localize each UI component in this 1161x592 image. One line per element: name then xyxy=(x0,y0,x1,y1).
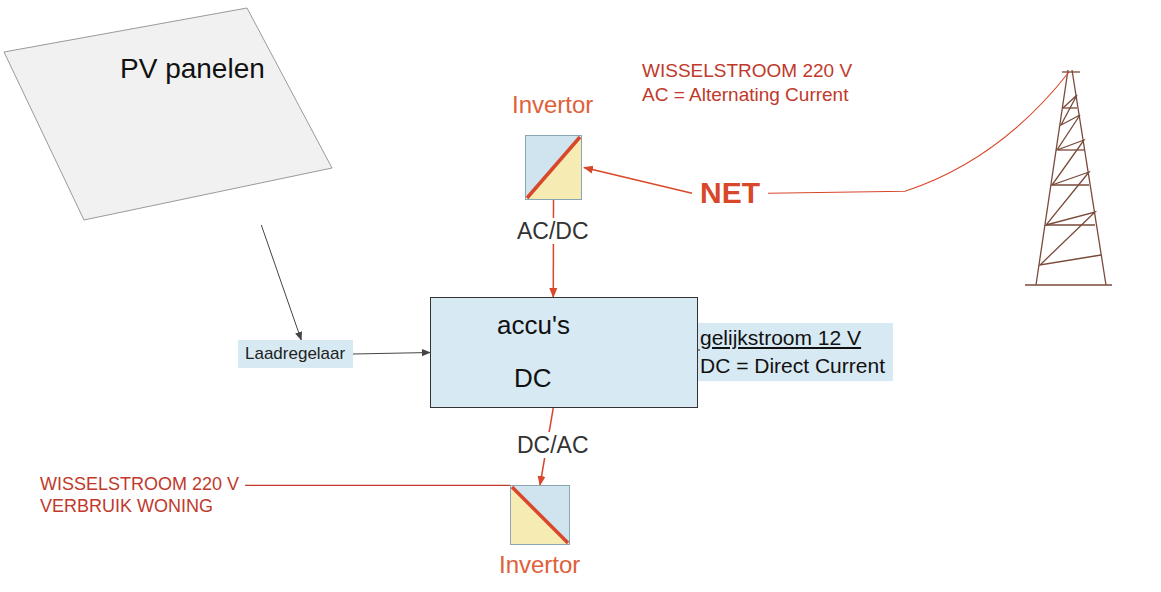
inverter-title: Invertor xyxy=(499,551,580,579)
charge-controller: Laadregelaar xyxy=(238,340,353,368)
symbol-half xyxy=(525,135,582,200)
dynamic-lines xyxy=(245,72,1069,485)
inverter-title: Invertor xyxy=(512,91,593,119)
conversion-label: DC/AC xyxy=(514,432,592,458)
panel-outline xyxy=(0,5,335,225)
consumption-label: WISSELSTROOM 220 V xyxy=(40,474,239,495)
inverter-symbol xyxy=(510,485,570,545)
symbol-half xyxy=(525,135,582,200)
flow-arrow xyxy=(553,200,555,297)
panel-title: PV panelen xyxy=(120,53,265,85)
battery-type: DC xyxy=(514,364,552,394)
battery-box: accu'sDC xyxy=(430,297,698,408)
grid-arrow xyxy=(584,168,692,194)
battery-voltage: DC = Direct Current xyxy=(700,354,885,378)
battery-voltage: gelijkstroom 12 V xyxy=(700,326,861,350)
supply-label: WISSELSTROOM 220 V xyxy=(642,60,852,82)
supply-label: AC = Alternating Current xyxy=(642,84,848,106)
symbol-border xyxy=(511,486,570,545)
symbol-half xyxy=(510,485,570,545)
panel-shape xyxy=(4,8,332,220)
inverter-icon: DC/ACInvertor xyxy=(510,485,570,545)
symbol-half xyxy=(510,485,570,545)
label-highlight xyxy=(698,323,893,381)
flow-arrow xyxy=(353,353,430,355)
pv-panel: PV panelen xyxy=(0,5,335,225)
power-pylon xyxy=(1025,70,1112,285)
symbol-border xyxy=(526,136,582,200)
consumption-label: VERBRUIK WONING xyxy=(40,496,213,517)
symbol-diagonal xyxy=(527,137,580,198)
inverter-symbol xyxy=(525,135,582,200)
grid-label: NET xyxy=(700,176,760,211)
conversion-label: AC/DC xyxy=(514,218,592,244)
symbol-diagonal xyxy=(512,487,568,543)
battery-title: accu's xyxy=(497,311,570,341)
flow-arrow xyxy=(261,225,301,340)
inverter-icon: InvertorAC/DC xyxy=(525,135,582,200)
controller-label: Laadregelaar xyxy=(245,344,345,364)
leader-line xyxy=(245,485,510,486)
